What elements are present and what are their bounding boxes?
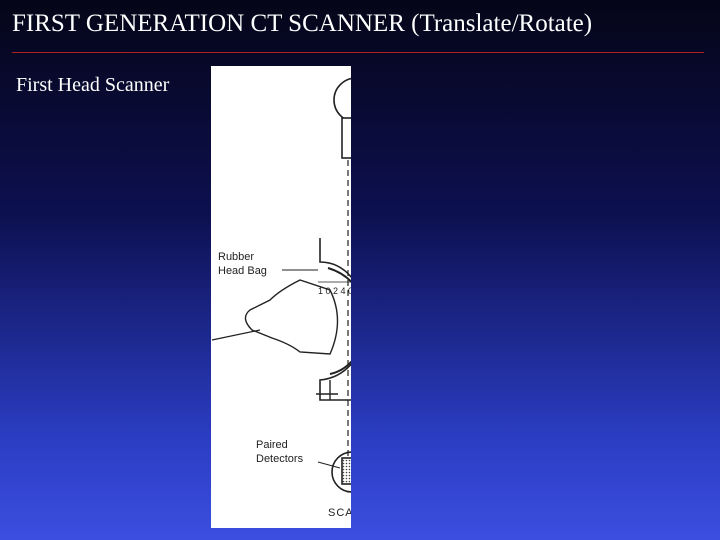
patient-head: [244, 279, 339, 355]
head-support: [316, 380, 338, 400]
xray-tube-neck: [341, 117, 351, 159]
patient-shoulder: [211, 329, 261, 341]
figure-caption: First Head Scanner: [16, 74, 170, 96]
leader-paired-detectors: [317, 461, 341, 469]
label-scale: 1 0 2 4 0: [318, 286, 353, 296]
leader-reference-detector: [366, 214, 372, 226]
label-water: Water: [402, 401, 431, 413]
rotation-axle: [482, 304, 504, 330]
leader-water: [396, 380, 404, 404]
slide-title: FIRST GENERATION CT SCANNER (Translate/R…: [12, 10, 593, 37]
label-reference-detector-line1: Reference: [374, 187, 425, 199]
paired-detectors: [341, 457, 351, 485]
gantry-inner-arm: [370, 228, 452, 294]
label-rubber-head-bag-line2: Head Bag: [218, 265, 267, 277]
title-divider: [12, 52, 704, 53]
gantry-outer-frame: [378, 96, 482, 522]
gantry-inner-frame: [378, 110, 458, 512]
label-xray-tube: X-ray Tube: [384, 75, 438, 87]
rotation-mount: [444, 296, 482, 342]
label-rubber-head-bag-line1: Rubber: [218, 251, 254, 263]
water-fill: [372, 268, 410, 378]
label-paired-detectors-line2: Detectors: [256, 453, 304, 465]
rubber-head-bag: [327, 267, 351, 375]
leader-scanner-gantry: [396, 480, 412, 502]
leader-head-support: [360, 386, 380, 420]
water-tank-outline: [319, 238, 351, 401]
ct-scanner-diagram: X-ray Tube Reference Detector Rubber Hea…: [211, 66, 351, 528]
xray-tube-body: [333, 77, 351, 123]
rotation-arrow-icon: [508, 306, 512, 332]
label-reference-detector-line2: Detector: [374, 201, 416, 213]
reference-detector: [360, 222, 372, 246]
label-head-support-line1: Head: [370, 421, 396, 433]
paired-detectors-housing: [331, 451, 351, 493]
label-head-support-line2: Support: [370, 434, 409, 446]
label-scanner-gantry: SCANNER GANTRY: [328, 507, 444, 519]
label-paired-detectors-line1: Paired: [256, 439, 288, 451]
